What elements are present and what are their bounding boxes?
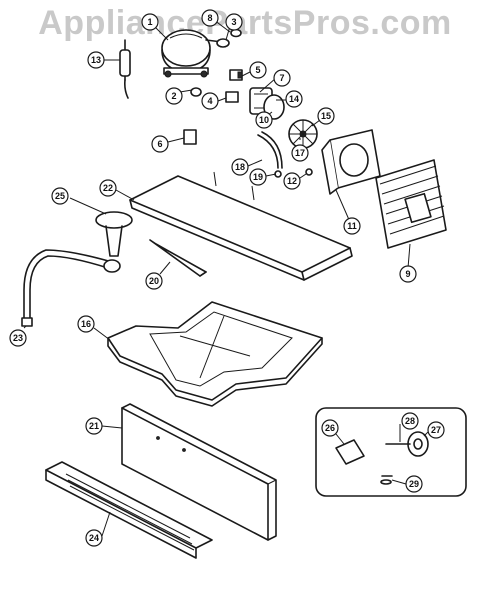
callout-1: 1	[141, 13, 159, 31]
grommet-2	[190, 87, 202, 97]
callout-22: 22	[99, 179, 117, 197]
callout-21-label: 21	[89, 421, 99, 431]
callout-12: 12	[283, 172, 301, 190]
callout-2-label: 2	[171, 91, 176, 101]
grommet-8	[230, 28, 242, 38]
bracket-10	[263, 94, 285, 120]
grommet-3	[216, 38, 230, 48]
callout-24: 24	[85, 529, 103, 547]
drain-strip-20	[149, 239, 207, 277]
callout-15-label: 15	[321, 111, 331, 121]
fan-blade	[288, 119, 318, 149]
callout-22-label: 22	[103, 183, 113, 193]
drain-funnel	[95, 211, 133, 257]
condenser-coil	[375, 159, 447, 249]
callout-19-label: 19	[253, 172, 263, 182]
callout-27-label: 27	[431, 425, 441, 435]
callout-13-label: 13	[91, 55, 101, 65]
bracket-18	[257, 131, 283, 169]
callout-18: 18	[231, 158, 249, 176]
leader-lines	[23, 19, 429, 537]
callout-13: 13	[87, 51, 105, 69]
callout-20-label: 20	[149, 276, 159, 286]
drain-tube	[21, 249, 121, 327]
clip-6	[183, 129, 197, 145]
callout-17: 17	[291, 144, 309, 162]
callout-6-label: 6	[157, 139, 162, 149]
overload-5	[229, 69, 243, 81]
callout-19: 19	[249, 168, 267, 186]
callout-4-label: 4	[207, 96, 212, 106]
callout-10: 10	[255, 111, 273, 129]
callout-9: 9	[399, 265, 417, 283]
callout-28: 28	[401, 412, 419, 430]
callout-6: 6	[151, 135, 169, 153]
machine-tray	[129, 171, 353, 281]
toe-grille	[45, 461, 213, 559]
callout-25-label: 25	[55, 191, 65, 201]
callout-8: 8	[201, 9, 219, 27]
relay-4	[225, 91, 239, 103]
compressor	[161, 29, 223, 78]
callout-23-label: 23	[13, 333, 23, 343]
callout-4: 4	[201, 92, 219, 110]
callout-17-label: 17	[295, 148, 305, 158]
callout-29-label: 29	[409, 479, 419, 489]
callout-15: 15	[317, 107, 335, 125]
screw-29	[380, 475, 393, 485]
callout-16: 16	[77, 315, 95, 333]
callout-12-label: 12	[287, 176, 297, 186]
callout-8-label: 8	[207, 13, 212, 23]
callout-20: 20	[145, 272, 163, 290]
fan-shroud	[321, 129, 381, 195]
callout-26: 26	[321, 419, 339, 437]
base-panel	[121, 403, 277, 541]
dryer-13	[119, 39, 131, 99]
callout-14: 14	[285, 90, 303, 108]
callout-29: 29	[405, 475, 423, 493]
callout-1-label: 1	[147, 17, 152, 27]
callout-27: 27	[427, 421, 445, 439]
watermark: AppliancePartsPros.com	[38, 4, 452, 42]
callout-7-label: 7	[279, 73, 284, 83]
callout-23: 23	[9, 329, 27, 347]
callout-28-label: 28	[405, 416, 415, 426]
callout-7: 7	[273, 69, 291, 87]
callout-9-label: 9	[405, 269, 410, 279]
callout-10-label: 10	[259, 115, 269, 125]
callout-21: 21	[85, 417, 103, 435]
screw-12	[305, 168, 313, 176]
callout-5-label: 5	[255, 65, 260, 75]
callout-5: 5	[249, 61, 267, 79]
callout-26-label: 26	[325, 423, 335, 433]
thermostat-26	[335, 439, 365, 465]
callout-14-label: 14	[289, 94, 299, 104]
callout-3: 3	[225, 13, 243, 31]
callout-11: 11	[343, 217, 361, 235]
drain-pan	[107, 301, 323, 407]
callout-18-label: 18	[235, 162, 245, 172]
callout-25: 25	[51, 187, 69, 205]
callout-24-label: 24	[89, 533, 99, 543]
callout-2: 2	[165, 87, 183, 105]
callout-3-label: 3	[231, 17, 236, 27]
callout-11-label: 11	[347, 221, 357, 231]
callout-16-label: 16	[81, 319, 91, 329]
